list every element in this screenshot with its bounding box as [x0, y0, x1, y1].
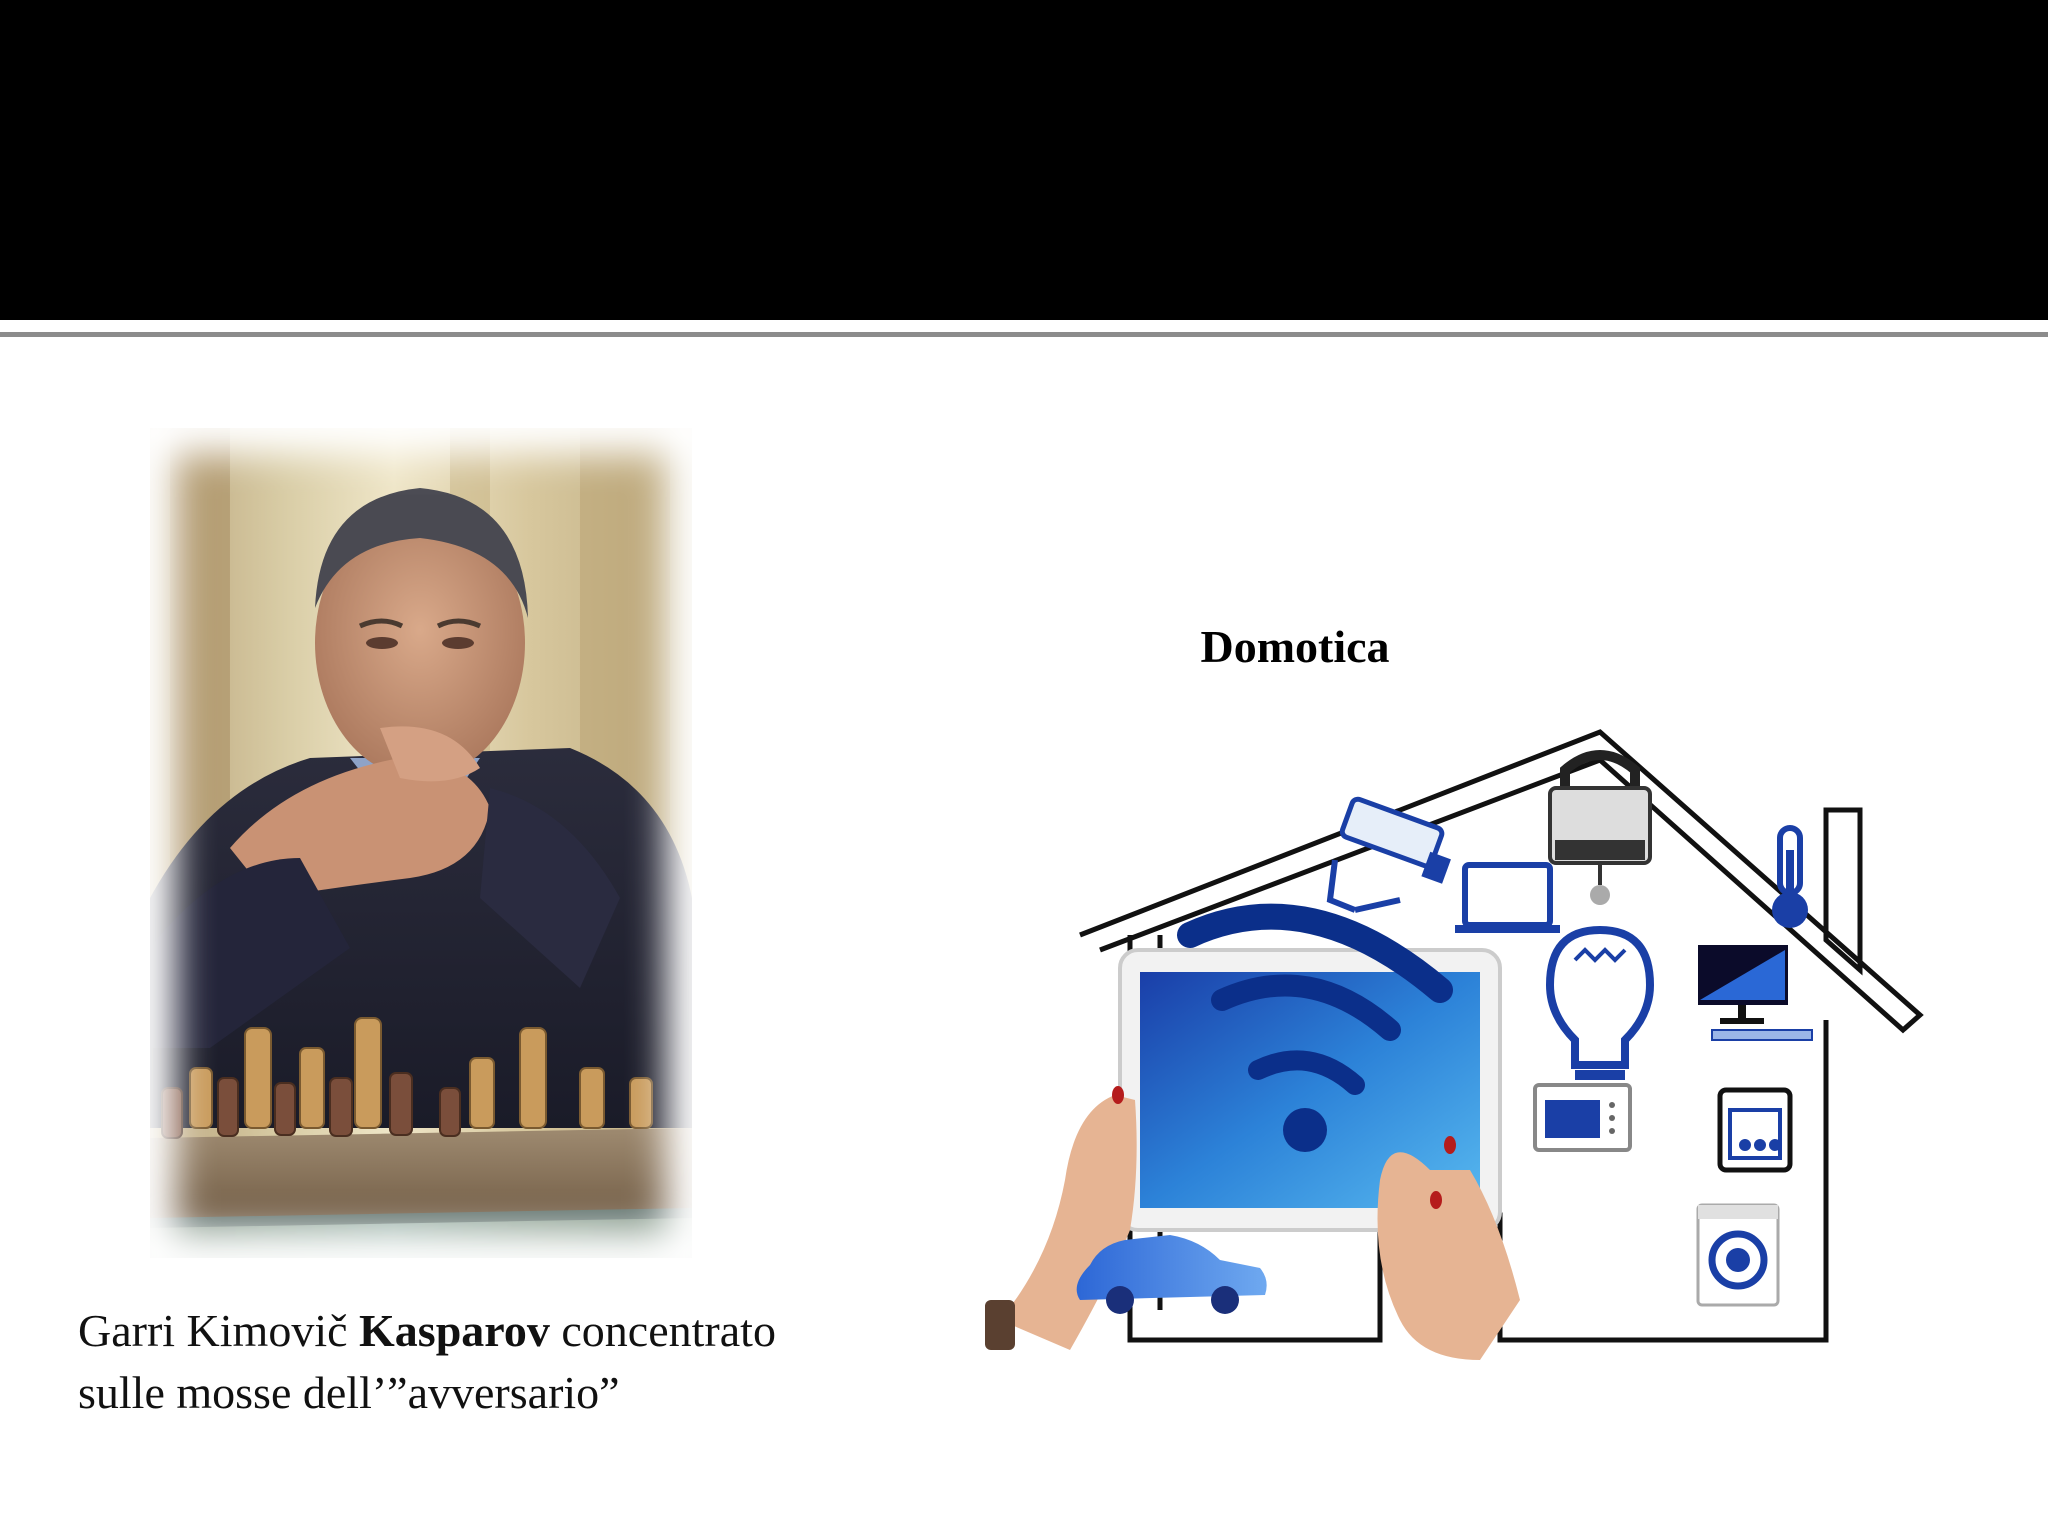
- caption-prefix: Garri Kimovič: [78, 1305, 360, 1356]
- washing-machine-icon: [1696, 1203, 1780, 1307]
- watch-icon: [985, 1300, 1015, 1350]
- title-bar: [0, 0, 2048, 320]
- caption-bold-name: Kasparov: [359, 1305, 550, 1356]
- photo-caption: Garri Kimovič Kasparov concentrato sulle…: [78, 1300, 898, 1424]
- microwave-icon: [1533, 1083, 1632, 1152]
- title-rule-light: [0, 320, 2048, 332]
- smart-home-illustration: [960, 700, 1940, 1380]
- caption-line-2: sulle mosse dell’”avversario”: [78, 1367, 620, 1418]
- wifi-icon: [1177, 903, 1453, 1152]
- thermometer-icon: [1772, 825, 1808, 928]
- caption-line-1: Garri Kimovič Kasparov concentrato: [78, 1300, 898, 1362]
- padlock-icon: [1548, 750, 1652, 905]
- kasparov-photo: [150, 428, 692, 1258]
- security-camera-icon: [1326, 796, 1451, 913]
- caption-suffix: concentrato: [549, 1305, 776, 1356]
- oven-icon: [1717, 1087, 1793, 1173]
- title-rule: [0, 332, 2048, 337]
- car-icon: [1076, 1235, 1267, 1314]
- laptop-icon: [1455, 862, 1560, 933]
- desktop-monitor-icon: [1698, 945, 1813, 1041]
- light-bulb-icon: [1545, 925, 1655, 1095]
- domotica-title: Domotica: [1200, 621, 1390, 672]
